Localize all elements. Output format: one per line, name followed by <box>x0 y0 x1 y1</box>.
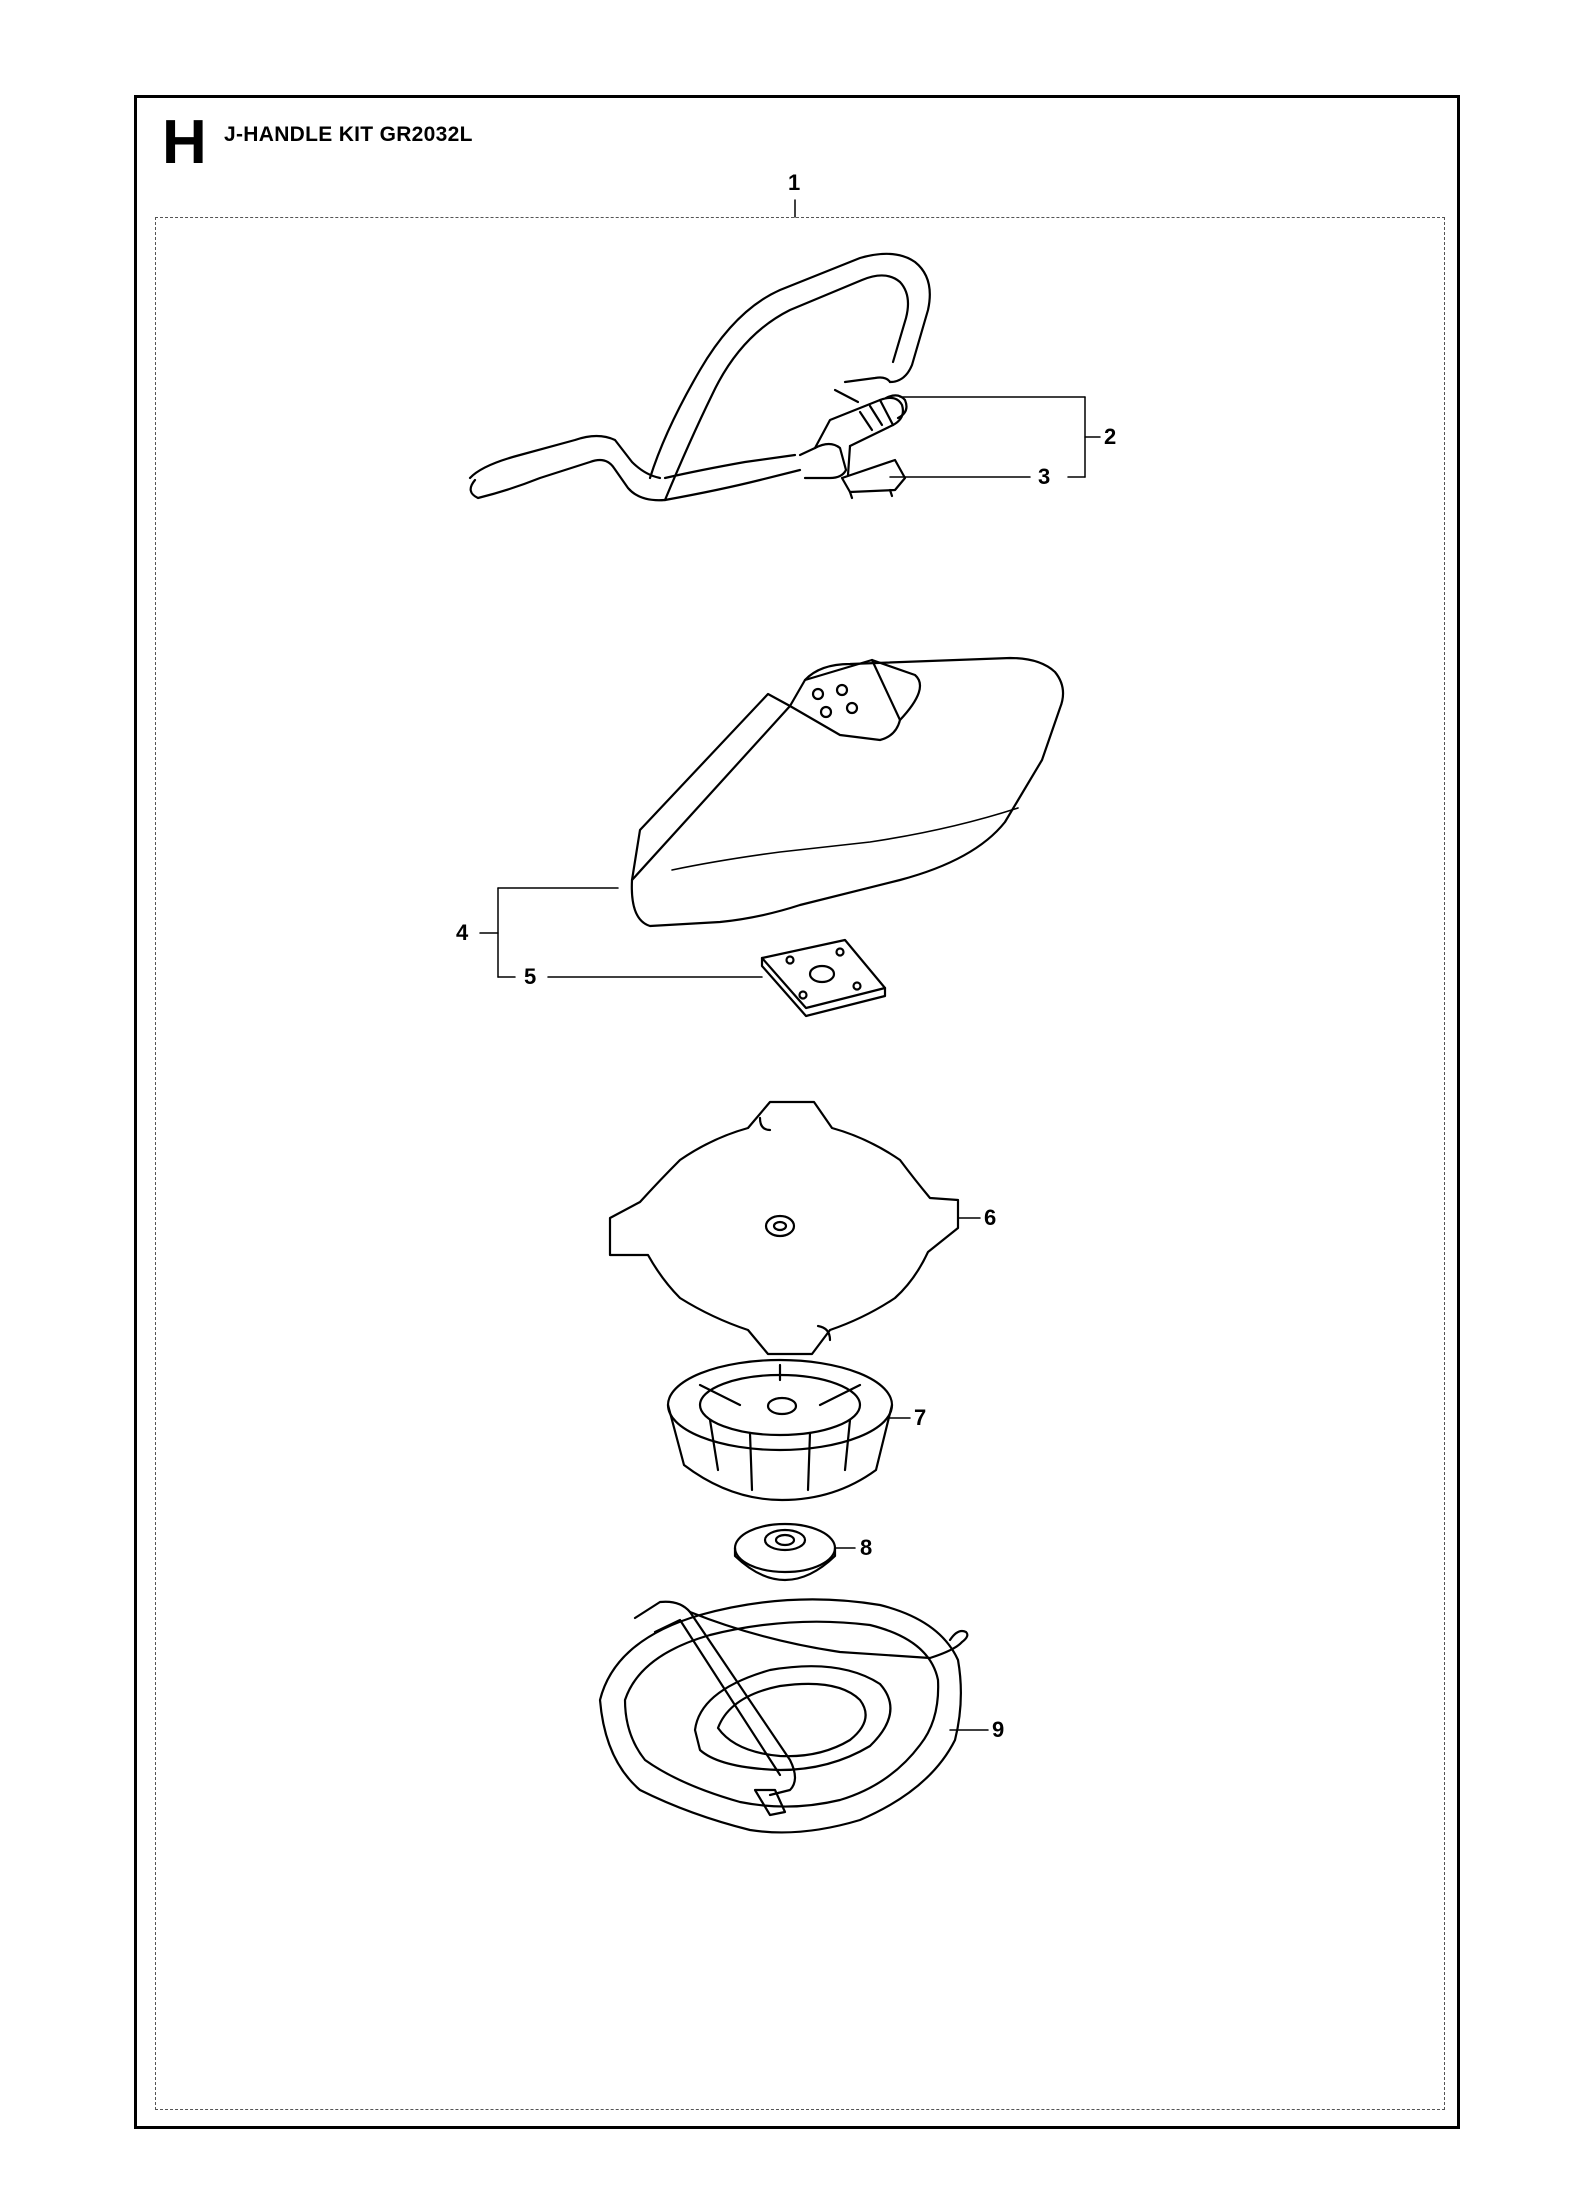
callout-4: 4 <box>456 920 469 945</box>
kit-boundary <box>155 217 1445 2110</box>
section-letter: H <box>162 108 207 177</box>
j-handle <box>468 252 931 502</box>
page-title: J-HANDLE KIT GR2032L <box>224 123 473 146</box>
blade-guard <box>630 656 1065 928</box>
support-cup <box>666 1358 911 1502</box>
callout-9: 9 <box>992 1717 1005 1742</box>
transport-guard <box>598 1598 989 1834</box>
callout-6: 6 <box>984 1205 997 1230</box>
callout-8: 8 <box>860 1535 873 1560</box>
washer <box>733 1522 856 1582</box>
callout-3: 3 <box>1038 464 1051 489</box>
page-frame <box>134 95 1460 2129</box>
callout-5: 5 <box>524 964 537 989</box>
grass-blade <box>608 1100 981 1356</box>
callout-1: 1 <box>788 170 801 195</box>
leader-2-3 <box>889 396 1101 478</box>
leader-4-5 <box>479 887 763 978</box>
guard-bracket-plate <box>760 938 887 1018</box>
callout-2: 2 <box>1104 424 1117 449</box>
callout-7: 7 <box>914 1405 927 1430</box>
